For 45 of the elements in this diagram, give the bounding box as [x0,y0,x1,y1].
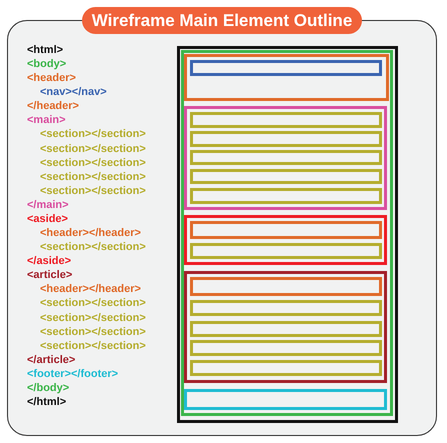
code-line: <section></section> [40,340,146,353]
code-line: <aside> [27,212,68,226]
outline-box [190,150,382,165]
code-line: <section></section> [40,241,146,254]
title-banner: Wireframe Main Element Outline [82,7,362,34]
code-line: <body> [27,58,66,72]
code-line: <header></header> [40,283,141,296]
code-line: <footer></footer> [27,368,118,381]
outline-box [190,321,382,337]
code-line: <nav></nav> [40,86,107,100]
code-line: <section></section> [40,142,146,156]
outline-box [190,277,382,296]
outline-box [190,169,382,184]
code-line: <section></section> [40,312,146,325]
outline-box [184,389,387,410]
outline-box [184,106,387,210]
code-line: <section></section> [40,170,146,184]
outline-box [190,188,382,204]
outline-box [190,60,382,76]
code-line: <section></section> [40,326,146,339]
code-line: <header></header> [40,227,141,240]
code-line: </aside> [27,255,72,268]
code-line: <header> [27,72,76,86]
code-line: <main> [27,114,66,128]
outline-box [184,215,387,265]
code-line: </main> [27,198,69,212]
outline-box [184,271,387,383]
code-line: </header> [27,100,79,114]
code-line: </article> [27,354,76,367]
outline-box [190,221,382,239]
outline-box [184,54,389,101]
outline-box [190,300,382,316]
code-line: </html> [27,396,66,409]
code-line: <section></section> [40,297,146,310]
code-line: </body> [27,382,70,395]
outline-box [190,360,382,376]
code-line: <section></section> [40,156,146,170]
outline-box [190,243,382,259]
code-line: <section></section> [40,184,146,198]
outline-box [190,112,382,128]
code-line: <html> [27,44,64,57]
code-line: <article> [27,269,72,282]
outline-box [190,131,382,147]
outline-box [190,340,382,356]
code-line: <section></section> [40,128,146,142]
